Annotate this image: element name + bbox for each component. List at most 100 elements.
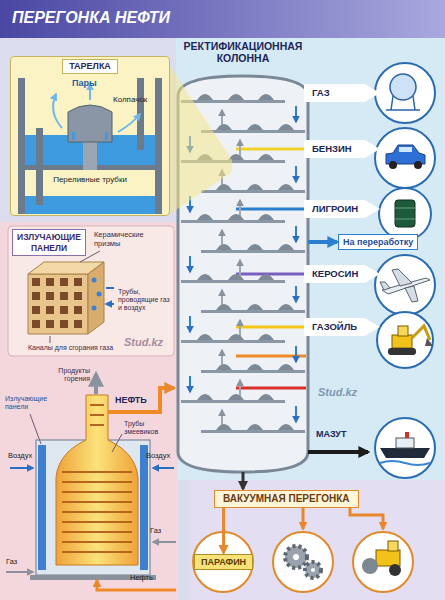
title: ПЕРЕГОНКА НЕФТИ: [12, 9, 170, 27]
product-circles: [396, 438, 414, 448]
flow-label: Газ: [150, 527, 161, 536]
background: [10, 56, 170, 216]
vapour-arrow: [239, 260, 241, 276]
part-label: Колпачок: [113, 95, 147, 104]
node-text: ВАКУУМНАЯ ПЕРЕГОНКА: [223, 493, 350, 505]
node-text: ГАЗОЙЛЬ: [304, 318, 380, 336]
product-circles: [386, 145, 425, 164]
product-circles: [405, 286, 418, 302]
tray-plate: [201, 250, 305, 253]
tray-drawing: [18, 78, 25, 214]
bubble-cap: [278, 424, 294, 430]
product-circles: [379, 188, 431, 240]
furnace-drawing: [6, 571, 33, 573]
tray-plate: [201, 430, 305, 433]
bubble-cap: [247, 184, 263, 190]
tray-plate: [181, 280, 285, 283]
bubble-cap: [278, 304, 294, 310]
bubble-cap: [258, 334, 274, 340]
furnace-drawing: [6, 374, 176, 590]
furnace-drawing: [153, 541, 176, 543]
product-circles: [405, 432, 409, 438]
flow-label: Нефть: [130, 574, 153, 583]
liquid-arrow: [189, 376, 191, 392]
flow-label: НЕФТЬ: [115, 395, 147, 405]
bubble-cap: [228, 94, 244, 100]
bubble-cap: [247, 304, 263, 310]
bubble-cap: [216, 424, 232, 430]
bubble-cap: [247, 124, 263, 130]
draw-line: [236, 326, 306, 329]
liquid-arrow: [295, 346, 297, 362]
tray-drawing: [18, 78, 162, 214]
node-text: ПАРАФИН: [201, 556, 246, 568]
part-label: Каналы для сгорания газа: [28, 344, 113, 352]
part-label: Продукты горения: [36, 367, 90, 383]
tray-drawing: [105, 132, 108, 140]
background: [0, 0, 445, 38]
tray-drawing: [68, 105, 112, 142]
flow-label: МАЗУТ: [316, 429, 346, 439]
flow-label: Воздух: [146, 452, 170, 461]
bubble-cap: [197, 274, 213, 280]
vacuum-products: [353, 532, 413, 592]
tray-plate: [181, 340, 285, 343]
product-circles: [390, 74, 416, 100]
bubble-cap: [278, 244, 294, 250]
tray-drawing: [36, 128, 43, 205]
product-arrow: ГАЗ: [304, 84, 380, 102]
bubble-cap: [197, 394, 213, 400]
tray-drawing: [53, 94, 62, 128]
node-text: ТАРЕЛКА: [62, 59, 118, 74]
vapour-arrow: [221, 110, 223, 126]
tray-plate: [181, 400, 285, 403]
distillation-column: РЕКТИФИКАЦИОННАЯ КОЛОННА: [178, 40, 308, 472]
tray-plate: [201, 310, 305, 313]
product-circles: [395, 200, 415, 227]
part-label: Керамические призмы: [94, 231, 170, 248]
part-label: Пары: [72, 78, 97, 88]
bubble-cap: [197, 94, 213, 100]
bubble-cap: [216, 184, 232, 190]
ceramic-panel-drawing: [92, 278, 97, 283]
bubble-cap: [197, 334, 213, 340]
product-circles: [395, 208, 415, 219]
tray-drawing: [25, 196, 155, 214]
draw-line: [236, 148, 306, 151]
bubble-cap: [258, 394, 274, 400]
process-box: На переработку: [338, 234, 418, 250]
liquid-arrow: [295, 166, 297, 182]
furnace-drawing: [30, 414, 41, 444]
product-circles: [392, 269, 412, 286]
vacuum-products: [193, 507, 413, 592]
tray-drawing: [155, 78, 162, 214]
vapour-arrow: [221, 350, 223, 366]
ceramic-panel-drawing: [88, 262, 104, 334]
bubble-cap: [216, 304, 232, 310]
product-circles: [375, 255, 435, 315]
liquid-arrow: [189, 316, 191, 332]
mazut-arrow: [308, 452, 368, 453]
node-text: РЕКТИФИКАЦИОННАЯ КОЛОННА: [178, 40, 308, 64]
vapour-arrow: [221, 290, 223, 306]
tray-drawing: [118, 114, 140, 132]
product-arrow: ГАЗОЙЛЬ: [304, 318, 380, 336]
part-label: Трубы змеевиков: [124, 420, 174, 436]
flow-arrow: [222, 508, 225, 553]
product-circles: [377, 312, 433, 368]
bubble-cap: [247, 364, 263, 370]
product-arrow: БЕНЗИН: [304, 140, 380, 158]
watermark: Stud.kz: [318, 386, 357, 399]
flow-arrow: [242, 472, 245, 489]
product-circles: [399, 147, 412, 152]
product-circles: [389, 161, 397, 169]
mazut-arrow: [308, 450, 368, 454]
tray-plate: [201, 370, 305, 373]
node-text: ЛИГРОИН: [304, 200, 380, 218]
tray-plate: [201, 190, 305, 193]
vapour-arrow: [221, 230, 223, 246]
background: [176, 38, 445, 480]
node-text: ГАЗ: [304, 84, 380, 102]
